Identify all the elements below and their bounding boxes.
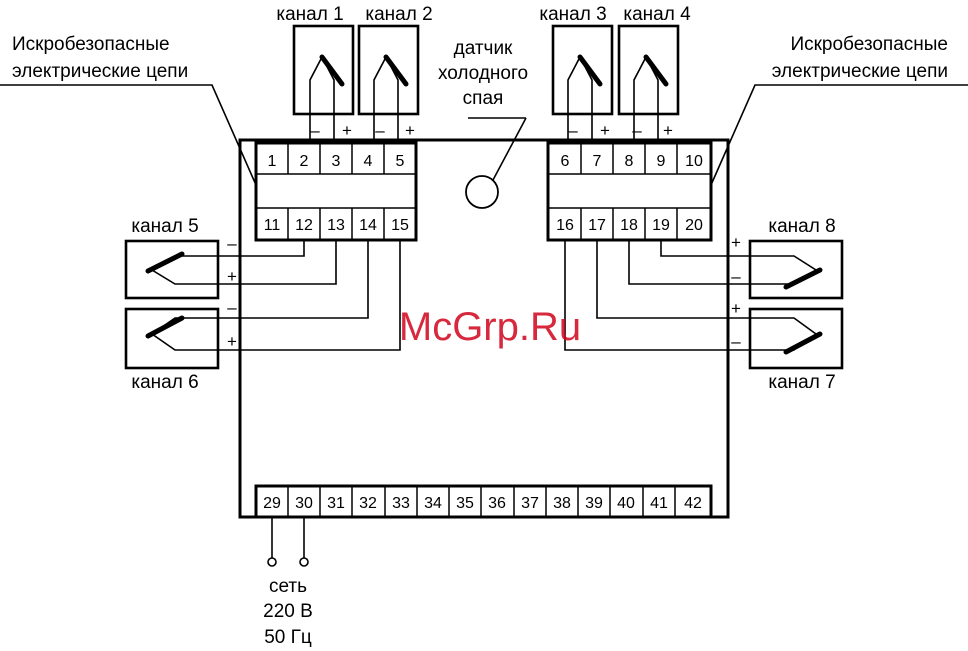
terminal-11: 11 xyxy=(264,217,281,234)
svg-text:–: – xyxy=(227,234,237,253)
terminal-16: 16 xyxy=(556,217,574,234)
thermocouple-channel-7: канал 7 + – xyxy=(564,240,844,393)
terminal-4: 4 xyxy=(364,153,373,170)
channel-4-label: канал 4 xyxy=(623,4,691,25)
terminal-41: 41 xyxy=(650,495,668,512)
channel-7-label: канал 7 xyxy=(768,372,835,393)
svg-text:электрические цепи: электрические цепи xyxy=(12,61,188,82)
mains-supply: сеть 220 В 50 Гц xyxy=(263,517,313,648)
thermocouple-channel-4: канал 4 – + xyxy=(617,4,691,143)
terminal-3: 3 xyxy=(332,153,341,170)
terminal-13: 13 xyxy=(327,217,345,234)
cold-junction-label-2: холодного xyxy=(438,63,528,84)
thermocouple-channel-3: канал 3 – + xyxy=(539,4,614,143)
svg-text:электрические цепи: электрические цепи xyxy=(772,61,948,82)
mains-label-2: 220 В xyxy=(263,601,313,622)
thermocouple-channel-8: канал 8 + – xyxy=(628,216,844,300)
terminal-6: 6 xyxy=(561,153,570,170)
svg-text:–: – xyxy=(731,267,741,286)
channel-6-label: канал 6 xyxy=(131,372,198,393)
svg-text:–: – xyxy=(568,121,578,140)
terminal-1: 1 xyxy=(268,153,277,170)
terminal-33: 33 xyxy=(392,495,410,512)
terminal-9: 9 xyxy=(657,153,666,170)
cold-junction-circle xyxy=(465,175,499,209)
channel-5-label: канал 5 xyxy=(131,216,198,237)
terminal-36: 36 xyxy=(488,495,506,512)
channel-3-label: канал 3 xyxy=(539,4,606,25)
svg-text:–: – xyxy=(632,121,642,140)
thermocouple-channel-6: канал 6 – + xyxy=(124,240,401,393)
svg-text:–: – xyxy=(375,121,385,140)
terminal-39: 39 xyxy=(585,495,603,512)
svg-text:+: + xyxy=(405,121,415,140)
terminal-12: 12 xyxy=(295,217,313,234)
terminal-19: 19 xyxy=(652,217,670,234)
svg-text:+: + xyxy=(600,121,610,140)
channel-2-label: канал 2 xyxy=(365,4,432,25)
watermark: McGrp.Ru xyxy=(399,305,581,349)
svg-text:Искробезопасные: Искробезопасные xyxy=(12,34,170,55)
cold-junction-sensor: датчик холодного спая xyxy=(438,38,528,209)
mains-label-3: 50 Гц xyxy=(264,627,312,648)
terminal-31: 31 xyxy=(327,495,345,512)
terminal-block-bottom: 29 30 31 32 33 34 35 36 37 38 39 40 41 4… xyxy=(254,484,713,519)
terminal-8: 8 xyxy=(625,153,634,170)
svg-text:+: + xyxy=(227,332,237,351)
thermocouple-channel-1: канал 1 – + xyxy=(276,4,355,143)
svg-text:+: + xyxy=(342,121,352,140)
terminal-30: 30 xyxy=(295,495,313,512)
svg-text:+: + xyxy=(731,233,741,252)
svg-text:+: + xyxy=(663,121,673,140)
terminal-32: 32 xyxy=(359,495,377,512)
channel-1-label: канал 1 xyxy=(276,4,343,25)
mains-label-1: сеть xyxy=(269,576,307,597)
terminal-37: 37 xyxy=(521,495,539,512)
right-safety-note: Искробезопасные электрические цепи xyxy=(710,34,968,186)
cold-junction-label-3: спая xyxy=(463,88,504,109)
thermocouple-channel-2: канал 2 – + xyxy=(357,4,433,143)
terminal-17: 17 xyxy=(588,217,606,234)
terminal-block-top-left: 1 2 3 4 5 11 12 13 14 15 xyxy=(254,141,418,242)
terminal-35: 35 xyxy=(456,495,474,512)
terminal-15: 15 xyxy=(391,217,409,234)
svg-text:Искробезопасные: Искробезопасные xyxy=(790,34,948,55)
thermocouple-channel-5: канал 5 – + xyxy=(124,216,337,300)
svg-text:–: – xyxy=(227,298,237,317)
svg-text:+: + xyxy=(227,267,237,286)
terminal-5: 5 xyxy=(396,153,405,170)
svg-text:–: – xyxy=(731,332,741,351)
terminal-29: 29 xyxy=(263,495,281,512)
svg-text:–: – xyxy=(310,121,320,140)
terminal-40: 40 xyxy=(617,495,635,512)
terminal-18: 18 xyxy=(620,217,638,234)
terminal-block-top-right: 6 7 8 9 10 16 17 18 19 20 xyxy=(546,141,713,242)
terminal-42: 42 xyxy=(684,495,702,512)
terminal-2: 2 xyxy=(300,153,309,170)
terminal-14: 14 xyxy=(359,217,377,234)
terminal-7: 7 xyxy=(593,153,602,170)
cold-junction-label-1: датчик xyxy=(454,38,513,59)
left-safety-note: Искробезопасные электрические цепи xyxy=(0,34,257,186)
terminal-10: 10 xyxy=(685,153,703,170)
terminal-38: 38 xyxy=(553,495,571,512)
channel-8-label: канал 8 xyxy=(768,216,835,237)
terminal-34: 34 xyxy=(424,495,442,512)
svg-text:+: + xyxy=(731,299,741,318)
terminal-20: 20 xyxy=(685,217,703,234)
